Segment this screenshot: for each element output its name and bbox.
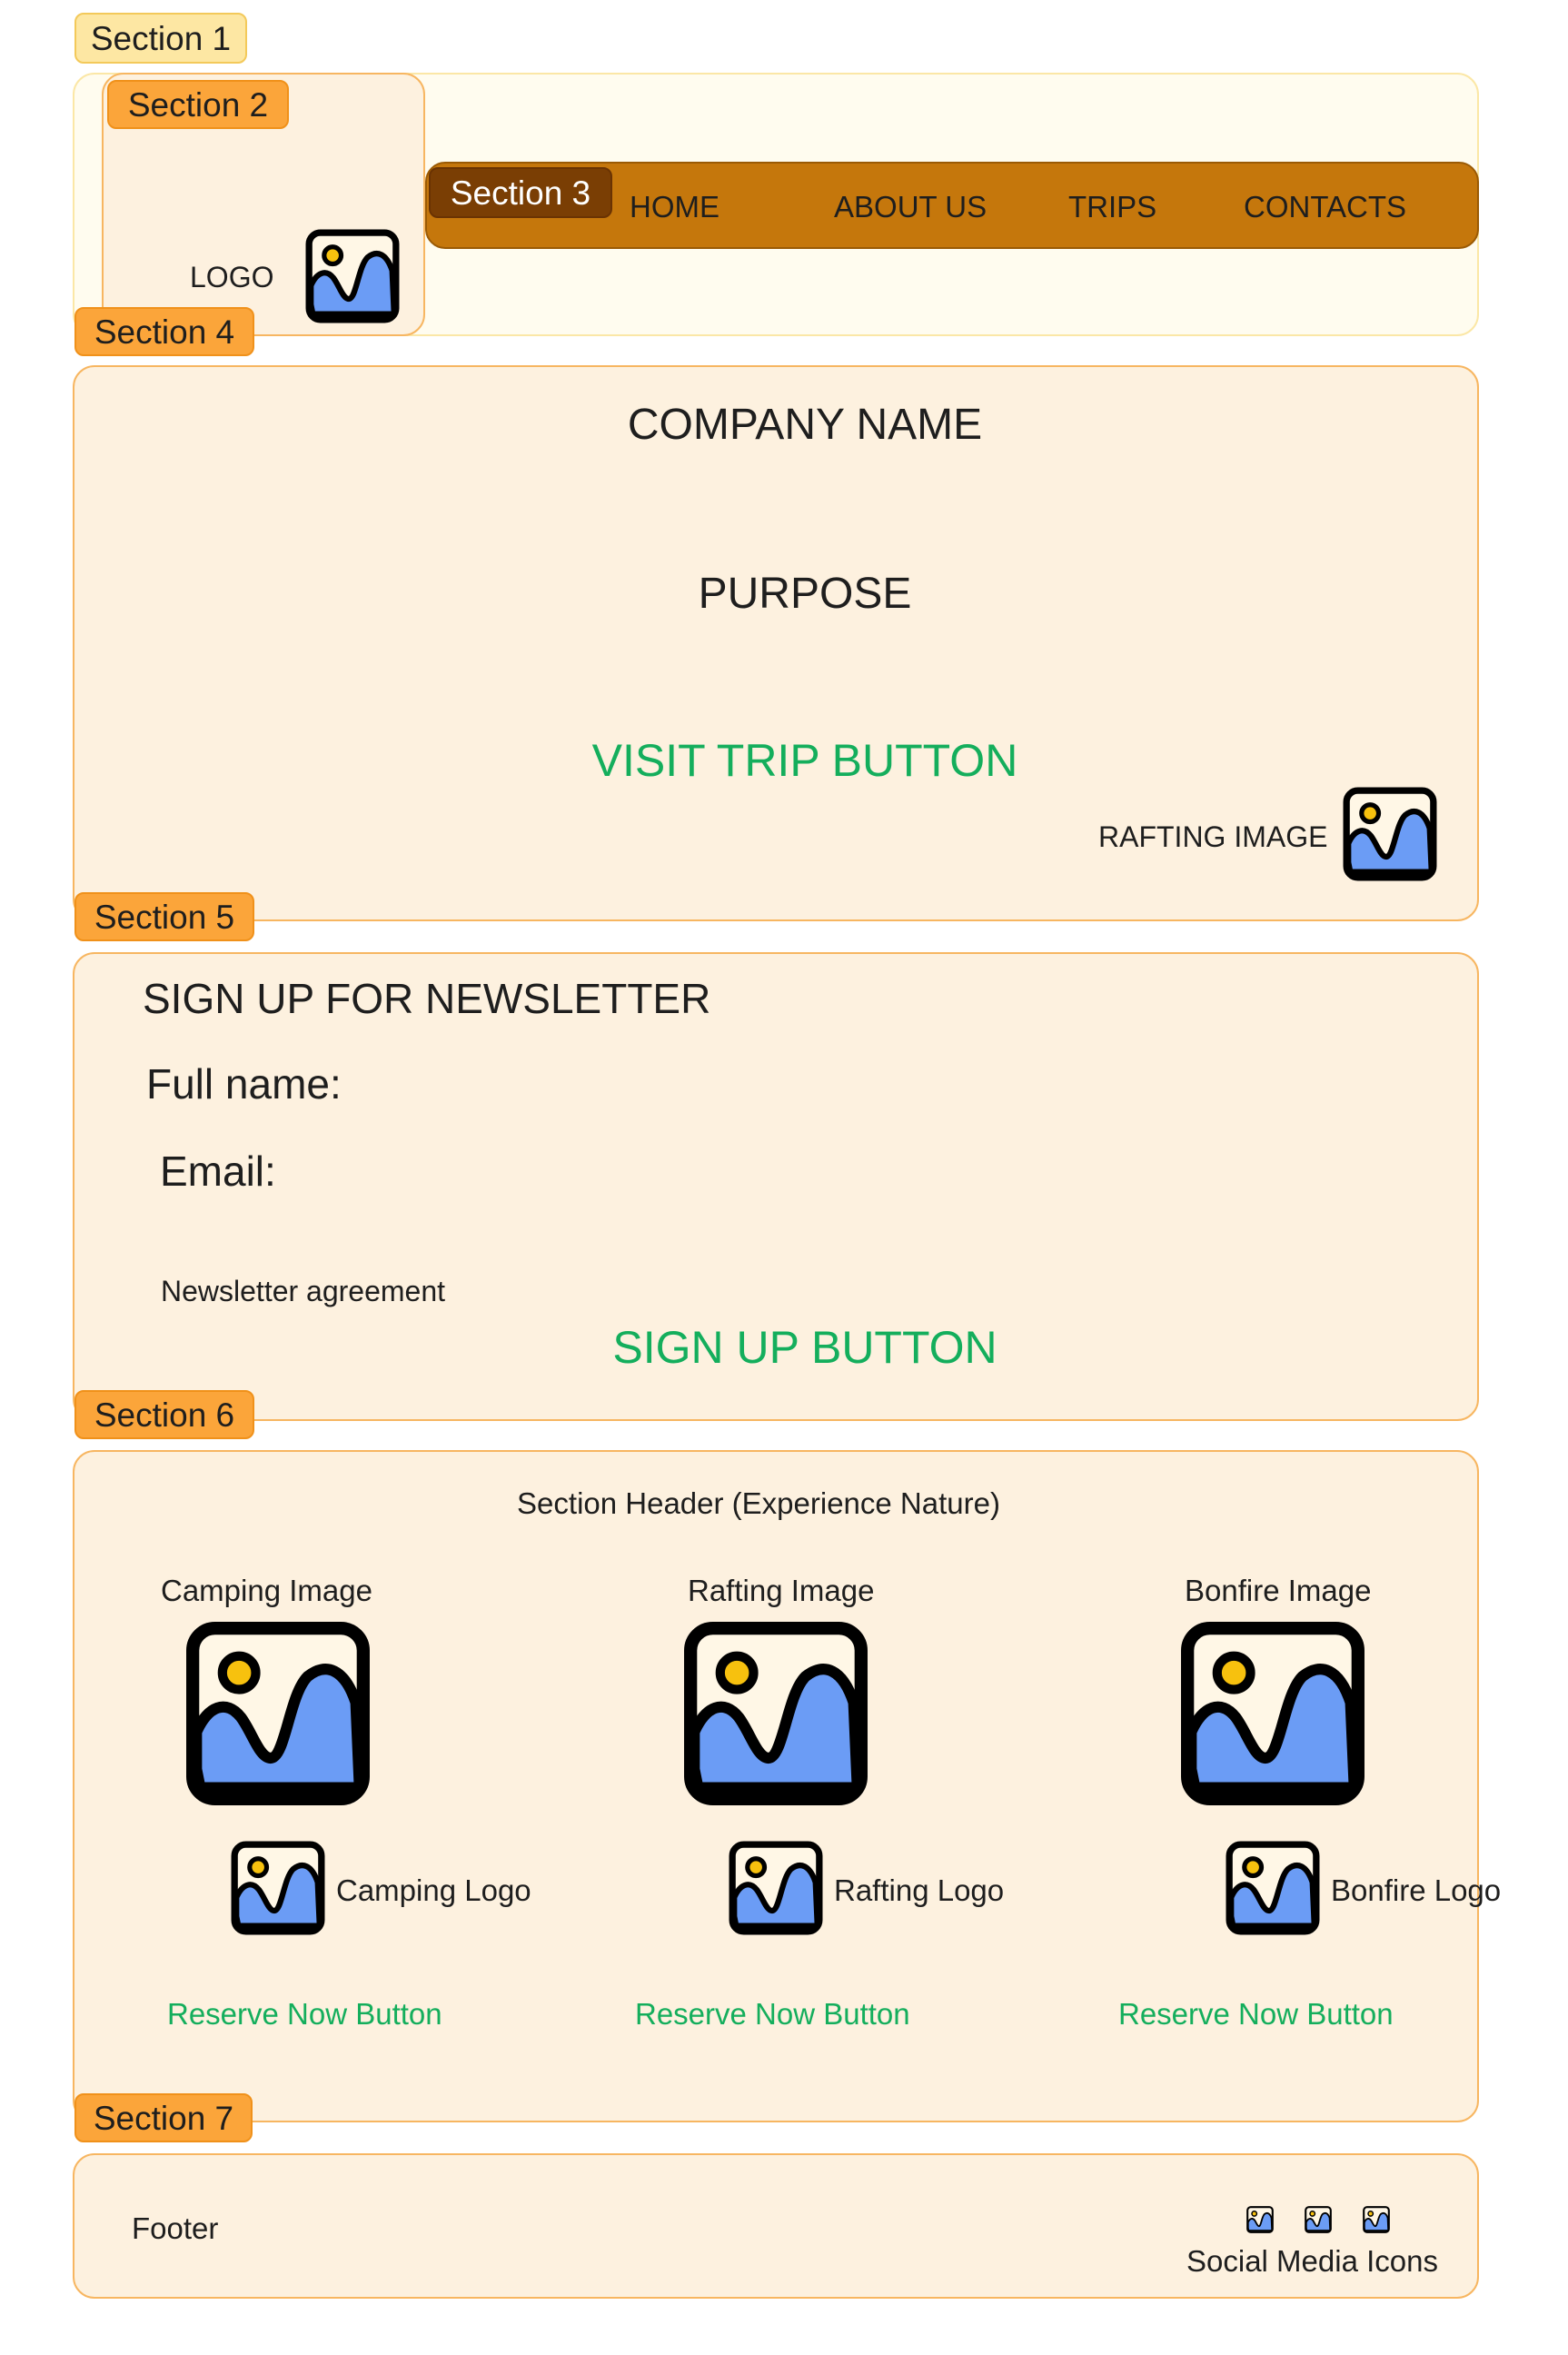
section-2-tag: Section 2 xyxy=(107,80,289,129)
camping-logo-icon xyxy=(231,1841,325,1935)
hero-section xyxy=(73,365,1479,921)
experience-header: Section Header (Experience Nature) xyxy=(517,1486,1000,1520)
newsletter-section xyxy=(73,952,1479,1421)
social-media-icon-1[interactable] xyxy=(1246,2206,1274,2233)
full-name-label: Full name: xyxy=(146,1060,342,1108)
rafting-reserve-button[interactable]: Reserve Now Button xyxy=(635,1997,910,2031)
bonfire-image-icon xyxy=(1180,1621,1365,1806)
sign-up-button[interactable]: SIGN UP BUTTON xyxy=(612,1322,997,1373)
section-5-tag: Section 5 xyxy=(74,892,254,941)
section-4-tag: Section 4 xyxy=(74,307,254,356)
camping-image-label: Camping Image xyxy=(161,1574,372,1607)
company-name: COMPANY NAME xyxy=(627,401,983,449)
social-media-label: Social Media Icons xyxy=(1186,2244,1438,2278)
visit-trip-button[interactable]: VISIT TRIP BUTTON xyxy=(591,735,1018,786)
section-1-tag: Section 1 xyxy=(74,13,247,64)
camping-logo-label: Camping Logo xyxy=(336,1873,531,1907)
rafting-logo-icon xyxy=(729,1841,823,1935)
bonfire-reserve-button[interactable]: Reserve Now Button xyxy=(1118,1997,1394,2031)
newsletter-title: SIGN UP FOR NEWSLETTER xyxy=(143,975,711,1022)
email-label: Email: xyxy=(160,1148,276,1195)
bonfire-logo-icon xyxy=(1226,1841,1320,1935)
section-7-tag: Section 7 xyxy=(74,2093,253,2142)
camping-reserve-button[interactable]: Reserve Now Button xyxy=(167,1997,442,2031)
rafting-image-label-card: Rafting Image xyxy=(688,1574,875,1607)
footer-label: Footer xyxy=(132,2211,219,2245)
nav-item-about-us[interactable]: ABOUT US xyxy=(834,190,987,224)
purpose-text: PURPOSE xyxy=(698,570,912,618)
social-media-icon-3[interactable] xyxy=(1363,2206,1390,2233)
nav-item-trips[interactable]: TRIPS xyxy=(1068,190,1157,224)
rafting-logo-label: Rafting Logo xyxy=(834,1873,1005,1907)
social-media-icon-2[interactable] xyxy=(1305,2206,1332,2233)
rafting-card-image-icon xyxy=(683,1621,868,1806)
logo-label: LOGO xyxy=(190,261,274,293)
bonfire-logo-label: Bonfire Logo xyxy=(1331,1873,1502,1907)
bonfire-image-label: Bonfire Image xyxy=(1185,1574,1372,1607)
section-3-tag: Section 3 xyxy=(429,167,612,218)
nav-item-home[interactable]: HOME xyxy=(630,190,719,224)
logo-image-icon xyxy=(305,229,400,323)
nav-item-contacts[interactable]: CONTACTS xyxy=(1244,190,1407,224)
rafting-image-label: RAFTING IMAGE xyxy=(1098,820,1328,853)
footer-section xyxy=(73,2153,1479,2299)
rafting-image-icon xyxy=(1343,787,1437,881)
section-6-tag: Section 6 xyxy=(74,1390,254,1439)
camping-image-icon xyxy=(185,1621,371,1806)
newsletter-agreement[interactable]: Newsletter agreement xyxy=(161,1275,446,1307)
